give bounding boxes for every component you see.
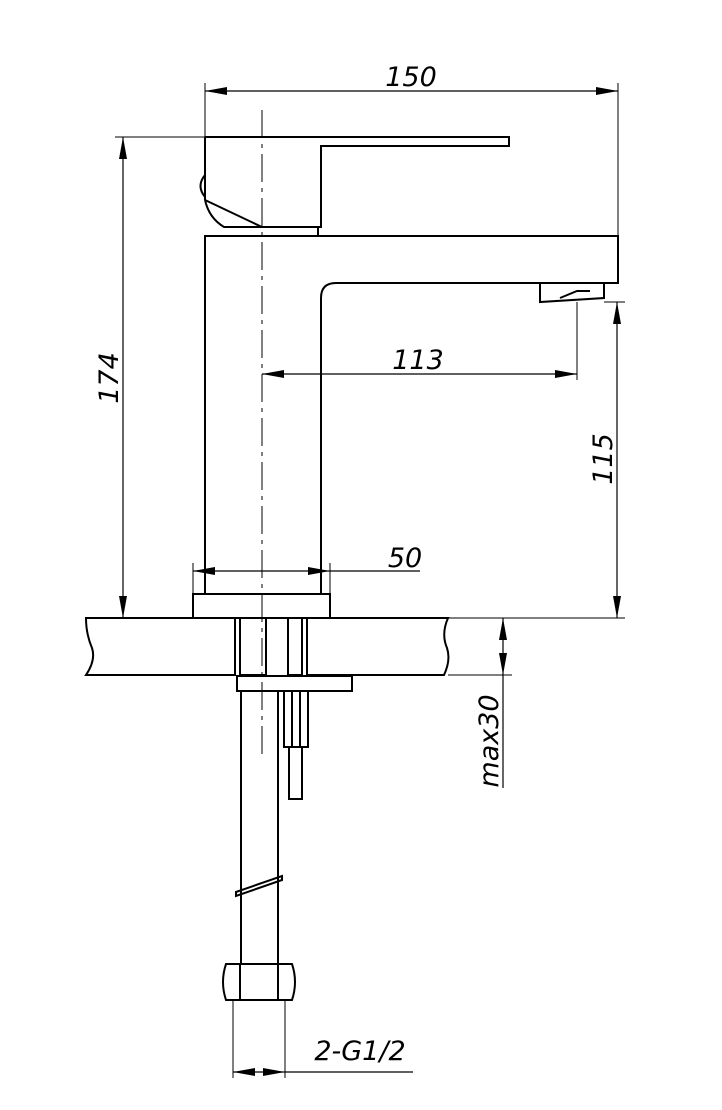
- label-spout-reach: 113: [392, 345, 444, 376]
- hose-hex-nut: [222, 963, 296, 1001]
- extension-lines: [115, 83, 625, 1078]
- dimension-labels: 150 174 113 115 50 max30 2-G1/2: [94, 62, 619, 1067]
- label-overall-width: 150: [385, 62, 437, 93]
- handle-collar: [204, 199, 319, 236]
- connection-hardware: [222, 617, 353, 1001]
- label-spout-height: 115: [588, 433, 619, 485]
- threaded-rod-counter: [287, 617, 303, 676]
- label-body-width: 50: [388, 543, 422, 574]
- aerator-inner: [559, 290, 590, 299]
- countertop-left: [84, 617, 236, 676]
- aerator: [539, 283, 605, 304]
- dimension-lines: [119, 87, 621, 1076]
- label-overall-height: 174: [94, 352, 125, 404]
- countertop-section: [84, 617, 450, 676]
- handle-cap: [199, 174, 206, 198]
- threaded-rod-lower: [288, 746, 303, 800]
- lever-handle: [204, 136, 510, 228]
- fixing-nut: [283, 690, 309, 748]
- flexible-hose: [240, 690, 279, 965]
- hose-break-mark: [235, 874, 283, 898]
- spout-body: [204, 235, 619, 594]
- label-hose-connection: 2-G1/2: [314, 1036, 405, 1067]
- mounting-washer: [236, 675, 353, 692]
- faucet-body: [192, 110, 619, 760]
- countertop-right: [306, 617, 450, 676]
- label-max-deck-thickness: max30: [474, 694, 505, 787]
